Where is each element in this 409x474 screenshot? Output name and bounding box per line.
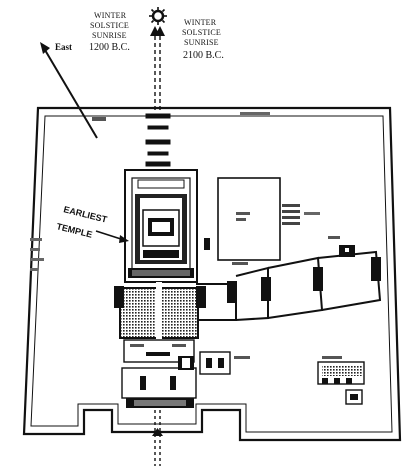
- svg-text:WINTER: WINTER: [94, 11, 127, 20]
- svg-text:SOLSTICE: SOLSTICE: [182, 28, 221, 37]
- wall-notes: [30, 112, 270, 271]
- enclosure-wall: [22, 106, 402, 442]
- svg-text:EARLIEST: EARLIEST: [63, 204, 109, 225]
- svg-text:1200 B.C.: 1200 B.C.: [89, 42, 130, 53]
- southern-axis-arrow-icon: [152, 410, 163, 466]
- central-axis: [145, 113, 171, 167]
- label-earliest-temple: EARLIEST TEMPLE: [56, 204, 109, 240]
- svg-text:TEMPLE: TEMPLE: [56, 221, 94, 240]
- svg-text:SOLSTICE: SOLSTICE: [90, 21, 129, 30]
- svg-text:2100 B.C.: 2100 B.C.: [183, 50, 224, 61]
- east-arrow-icon: [40, 42, 98, 139]
- svg-text:WINTER: WINTER: [184, 18, 217, 27]
- sun-icon: [149, 7, 167, 25]
- east-label: East: [55, 42, 72, 52]
- main-temple: [124, 169, 198, 283]
- pointer-arrow-icon: [95, 230, 129, 243]
- svg-text:SUNRISE: SUNRISE: [184, 38, 219, 47]
- hypostyle-hall: [114, 282, 206, 342]
- lower-right-temple: [317, 356, 365, 405]
- lower-courts: [121, 339, 250, 408]
- label-winter-solstice-2100: WINTER SOLSTICE SUNRISE 2100 B.C.: [182, 18, 224, 61]
- east-hall: [204, 177, 320, 261]
- processional-wing: [196, 236, 382, 321]
- axis-arrow-icon: [150, 26, 165, 110]
- svg-text:SUNRISE: SUNRISE: [92, 31, 127, 40]
- label-winter-solstice-1200: WINTER SOLSTICE SUNRISE 1200 B.C.: [89, 11, 130, 53]
